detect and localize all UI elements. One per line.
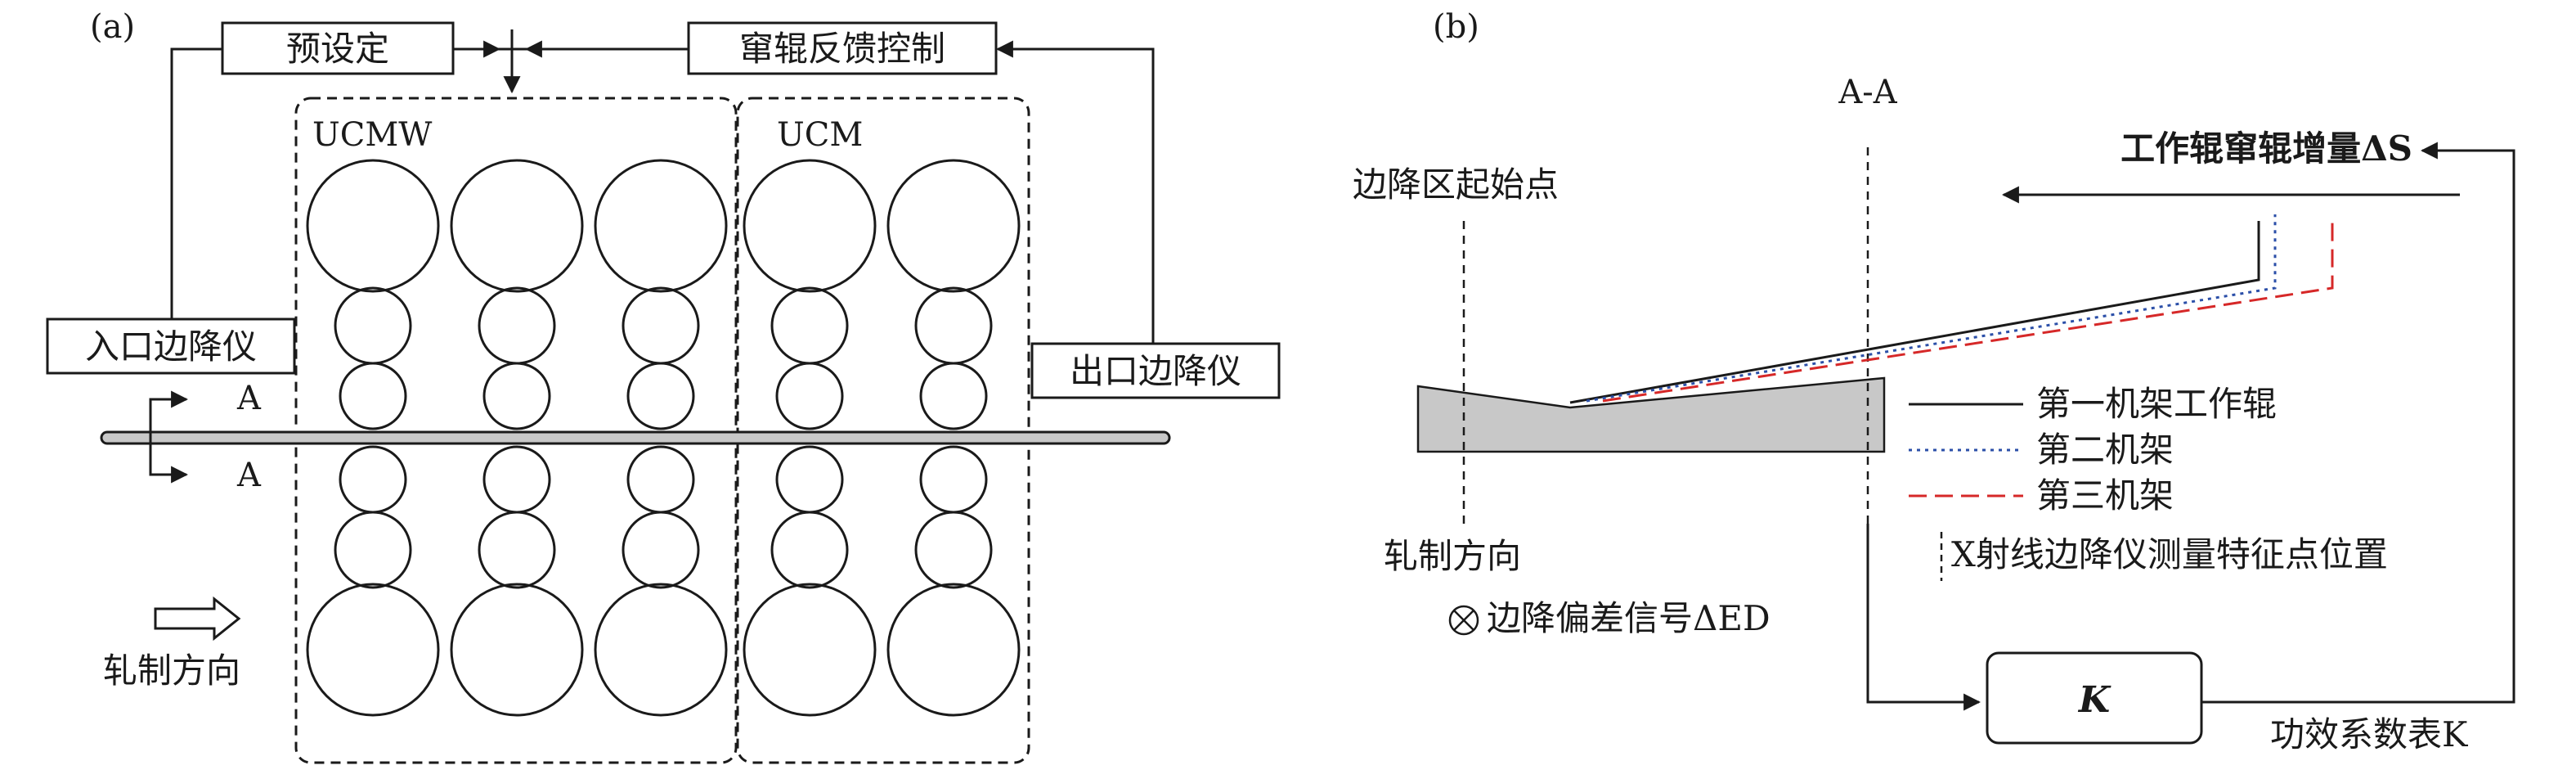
stand-3-top-intermediate-roll [622, 286, 700, 365]
edge-drop-signal-label: 边降偏差信号ΔED [1487, 598, 1770, 638]
efficiency-table-label: 功效系数表K [2270, 714, 2469, 754]
panel-b [1416, 142, 2515, 745]
exit-gauge-box [1030, 342, 1281, 399]
legend-label-stand3: 第三机架 [2036, 475, 2174, 516]
ucmw-label: UCMW [312, 116, 432, 154]
section-aa-label: A-A [1838, 74, 1897, 111]
stand-5-bottom-backup-roll [886, 583, 1021, 717]
stand-4-top-backup-roll [743, 159, 877, 293]
ucm-label: UCM [777, 116, 863, 154]
stand-2-top-intermediate-roll [478, 286, 556, 365]
panel-a-text: (a) 预设定 窜辊反馈控制 UCMW UCM 入口边降仪 出口边降仪 A A … [85, 8, 1241, 691]
stand-3-rolls [594, 159, 728, 717]
panel-a-label: (a) [90, 8, 135, 46]
stand-4-bottom-work-roll [775, 445, 844, 514]
k-box-label: K [2077, 679, 2112, 721]
stand-2-bottom-intermediate-roll [478, 511, 556, 589]
stand-2-top-work-roll [482, 362, 551, 430]
stand-1-work-roll-profile [1569, 221, 2260, 404]
stand-3-work-roll-profile [1602, 219, 2334, 403]
exit-gauge-label: 出口边降仪 [1070, 351, 1241, 391]
entry-gauge-box [46, 317, 296, 375]
stand-5-top-work-roll [919, 362, 988, 430]
legend-label-stand2: 第二机架 [2036, 430, 2174, 470]
stand-1-rolls [306, 159, 440, 717]
stand-5-rolls [886, 159, 1021, 717]
stand-2-bottom-backup-roll [450, 583, 584, 717]
edge-drop-start-label: 边降区起始点 [1353, 164, 1559, 205]
stand-2-work-roll-profile [1586, 214, 2277, 403]
stand-2-rolls [450, 159, 584, 717]
exit-to-feedback-line [995, 40, 1155, 344]
panel-b-text: (b) A-A 边降区起始点 工作辊窜辊增量ΔS 第一机架工作辊 第二机架 第三… [1353, 8, 2469, 754]
stand-4-bottom-backup-roll [743, 583, 877, 717]
stand-5-bottom-intermediate-roll [914, 511, 993, 589]
circled-x-icon [1448, 605, 1479, 636]
ucm-group-frame [736, 97, 1030, 764]
legend-label-stand1: 第一机架工作辊 [2036, 384, 2277, 424]
rolling-direction-arrow [154, 596, 241, 642]
panel-b-label: (b) [1433, 8, 1479, 46]
entry-gauge-label: 入口边降仪 [85, 326, 257, 367]
stand-2-top-backup-roll [450, 159, 584, 293]
k-to-shift-arrow [2201, 142, 2515, 704]
section-arrow-upper [149, 390, 189, 437]
circled-x-icon-stroke-2 [1453, 610, 1474, 631]
section-arrow-lower [149, 437, 189, 484]
section-upper-label: A [236, 380, 262, 417]
stand-5-top-backup-roll [886, 159, 1021, 293]
entry-to-preset-line [170, 47, 222, 319]
stand-4-rolls [743, 159, 877, 717]
stand-5-top-intermediate-roll [914, 286, 993, 365]
stand-3-bottom-intermediate-roll [622, 511, 700, 589]
k-box [1986, 651, 2203, 745]
strip-cross-section [1416, 376, 1886, 453]
stand-1-bottom-intermediate-roll [334, 511, 412, 589]
stand-1-bottom-backup-roll [306, 583, 440, 717]
stand-1-bottom-work-roll [339, 445, 407, 514]
stand-2-bottom-work-roll [482, 445, 551, 514]
panel-a [46, 21, 1281, 764]
rolling-direction-label-b: 轧制方向 [1384, 536, 1521, 576]
work-roll-shift-label: 工作辊窜辊增量ΔS [2120, 128, 2412, 169]
stand-3-top-work-roll [626, 362, 695, 430]
stand-1-top-backup-roll [306, 159, 440, 293]
stand-1-top-work-roll [339, 362, 407, 430]
stand-4-top-intermediate-roll [770, 286, 849, 365]
legend-label-measure-point: X射线边降仪测量特征点位置 [1951, 534, 2388, 574]
stand-4-bottom-intermediate-roll [770, 511, 849, 589]
strip [100, 430, 1171, 445]
stand-5-bottom-work-roll [919, 445, 988, 514]
rolling-direction-label-a: 轧制方向 [103, 651, 240, 691]
gap-feedback-label: 窜辊反馈控制 [739, 29, 945, 69]
section-lower-label: A [236, 457, 262, 494]
stand-3-bottom-backup-roll [594, 583, 728, 717]
stand-4-top-work-roll [775, 362, 844, 430]
ed-to-k-arrow [1866, 524, 1981, 711]
stand-3-top-backup-roll [594, 159, 728, 293]
preset-label: 预设定 [286, 29, 389, 69]
stand-1-top-intermediate-roll [334, 286, 412, 365]
ucmw-group-frame [294, 97, 738, 764]
stand-3-bottom-work-roll [626, 445, 695, 514]
